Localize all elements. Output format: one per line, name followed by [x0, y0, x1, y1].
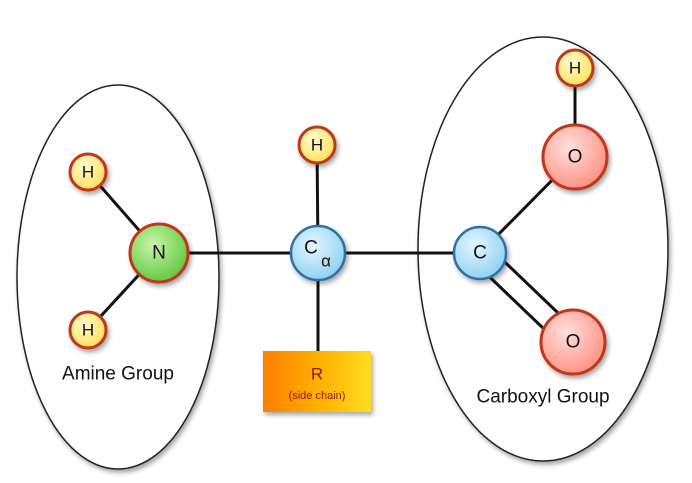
atom-label: O [568, 147, 583, 168]
atom-subscript: α [321, 252, 331, 271]
carboxyl-group-ellipse [417, 36, 669, 462]
atom-label: N [152, 243, 166, 264]
hydrogen-atom-bottom-left: H [68, 310, 108, 350]
side-chain-label: R [311, 365, 323, 384]
atom-label: H [82, 163, 94, 182]
side-chain-sublabel: (side chain) [289, 390, 346, 402]
oxygen-atom-hydroxyl: O [541, 123, 609, 191]
hydrogen-atom-alpha: H [297, 125, 337, 165]
atom-label: H [569, 59, 581, 78]
atom-label: C [304, 238, 318, 259]
carboxyl-group-label: Carboxyl Group [476, 387, 609, 408]
amine-group-label: Amine Group [62, 364, 174, 385]
carboxyl-carbon-atom: C [452, 225, 508, 281]
amine-group-ellipse [16, 84, 220, 470]
atom-label: O [566, 332, 581, 353]
oxygen-atom-double: O [539, 308, 607, 376]
atom-label: H [82, 321, 94, 340]
nitrogen-atom: N [128, 222, 190, 284]
side-chain-box: R (side chain) [263, 351, 371, 412]
atom-label: C [473, 243, 487, 264]
alpha-carbon-atom: C α [289, 224, 347, 282]
hydrogen-atom-hydroxyl: H [555, 48, 595, 88]
atom-label: H [311, 136, 323, 155]
hydrogen-atom-top-left: H [68, 152, 108, 192]
